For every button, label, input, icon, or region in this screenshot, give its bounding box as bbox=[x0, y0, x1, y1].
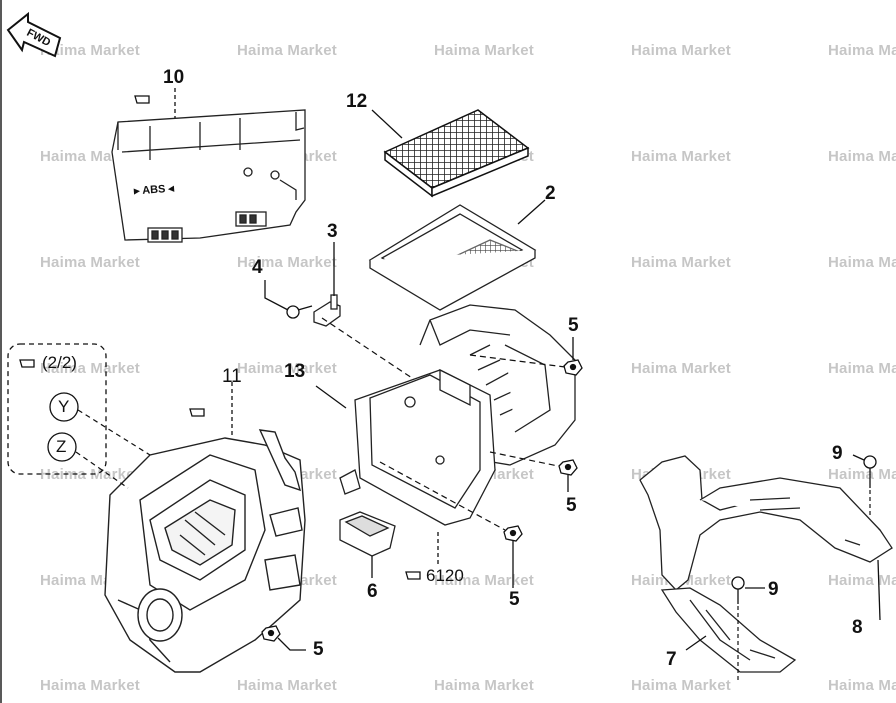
ref-hand-icon bbox=[405, 571, 421, 580]
part-3-bracket bbox=[313, 294, 341, 327]
watermark-text: Haima Market bbox=[237, 42, 337, 59]
watermark-text: Haima Market bbox=[434, 42, 534, 59]
callout-5: 5 bbox=[566, 495, 577, 516]
callout-5: 5 bbox=[509, 589, 520, 610]
watermark-text: Haima Market bbox=[828, 360, 896, 377]
part-5-nut bbox=[503, 525, 523, 542]
circle-y-marker bbox=[49, 392, 79, 422]
part-10-cover-panel bbox=[111, 109, 306, 243]
watermark-text: Haima Market bbox=[631, 148, 731, 165]
ref-6120-label: 6120 bbox=[426, 566, 464, 585]
circle-z-label: Z bbox=[56, 437, 67, 456]
part-11-hvac-case bbox=[104, 429, 306, 673]
callout-6: 6 bbox=[367, 581, 378, 602]
callout-5: 5 bbox=[313, 639, 324, 660]
watermark-text: Haima Market bbox=[631, 360, 731, 377]
page-ref-label: (2/2) bbox=[42, 353, 77, 372]
part-6-duct-piece bbox=[339, 511, 396, 557]
callout-10: 10 bbox=[163, 67, 185, 88]
callout-2: 2 bbox=[545, 183, 556, 204]
callout-11: 11 bbox=[222, 366, 242, 387]
watermark-text: Haima Market bbox=[237, 360, 337, 377]
watermark-text: Haima Market bbox=[40, 360, 140, 377]
watermark-text: Haima Market bbox=[434, 677, 534, 694]
fwd-arrow-icon bbox=[6, 11, 62, 58]
callout-5: 5 bbox=[568, 315, 579, 336]
ref-hand-icon bbox=[134, 95, 150, 104]
watermark-text: Haima Market bbox=[40, 42, 140, 59]
callout-9: 9 bbox=[768, 579, 779, 600]
callout-8: 8 bbox=[852, 617, 863, 638]
watermark-text: Haima Market bbox=[237, 677, 337, 694]
part-2-filter-tray bbox=[368, 204, 537, 311]
part-5-nut bbox=[261, 625, 281, 642]
part-5-nut bbox=[563, 359, 583, 376]
watermark-text: Haima Market bbox=[237, 254, 337, 271]
part-7-front-duct bbox=[660, 587, 797, 673]
watermark-text: Haima Market bbox=[828, 148, 896, 165]
callout-12: 12 bbox=[346, 91, 368, 112]
part-12-cabin-filter bbox=[383, 109, 530, 198]
watermark-text: Haima Market bbox=[828, 42, 896, 59]
part-5-nut bbox=[558, 459, 578, 476]
watermark-text: Haima Market bbox=[828, 677, 896, 694]
abs-label: ▸ ABS ◂ bbox=[133, 182, 175, 198]
watermark-text: Haima Market bbox=[631, 677, 731, 694]
callout-7: 7 bbox=[666, 649, 677, 670]
part-13-blower-unit bbox=[339, 304, 576, 526]
watermark-text: Haima Market bbox=[631, 42, 731, 59]
watermark-text: Haima Market bbox=[631, 254, 731, 271]
watermark-text: Haima Market bbox=[828, 466, 896, 483]
callout-3: 3 bbox=[327, 221, 338, 242]
part-9-screw bbox=[731, 576, 745, 604]
watermark-text: Haima Market bbox=[40, 254, 140, 271]
callout-13: 13 bbox=[284, 361, 306, 382]
part-9-screw bbox=[863, 455, 877, 488]
callout-9: 9 bbox=[832, 443, 843, 464]
part-4-screw bbox=[286, 305, 313, 319]
reference-box bbox=[7, 343, 107, 475]
circle-z-marker bbox=[47, 432, 77, 462]
ref-hand-icon bbox=[19, 359, 35, 368]
ref-hand-icon bbox=[189, 408, 205, 417]
watermark-text: Haima Market bbox=[434, 572, 534, 589]
watermark-text: Haima Market bbox=[40, 677, 140, 694]
part-8-rear-duct bbox=[639, 455, 893, 591]
watermark-text: Haima Market bbox=[828, 254, 896, 271]
callout-4: 4 bbox=[252, 257, 263, 278]
circle-y-label: Y bbox=[58, 397, 70, 416]
